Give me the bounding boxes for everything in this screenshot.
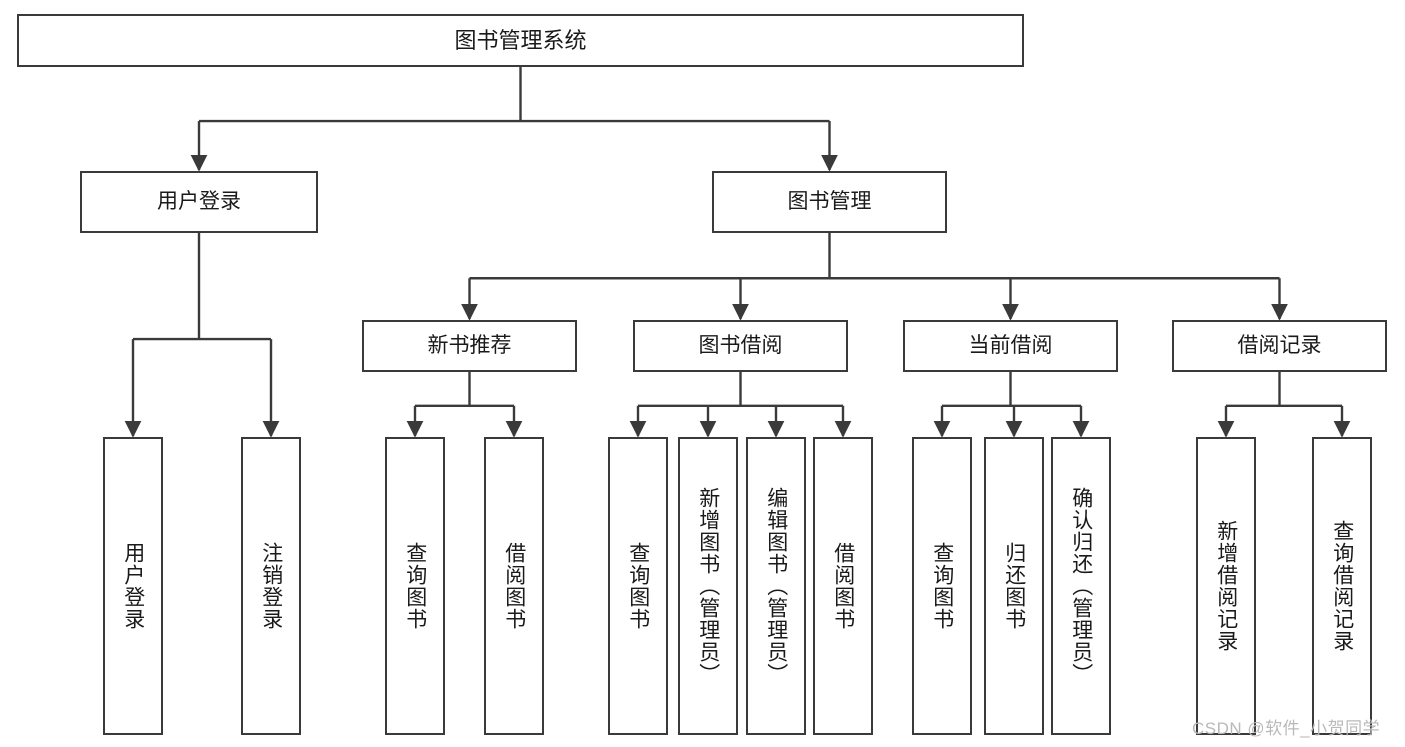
node-leaf-confirm-return-label: 确认归还（管理员） [1069,487,1093,685]
node-leaf-confirm-return[interactable]: 确认归还（管理员） [1051,437,1111,735]
node-book-manage-label: 图书管理 [787,189,872,213]
node-book-borrow-label: 图书借阅 [698,333,783,357]
node-leaf-borrow-book[interactable]: 借阅图书 [813,437,873,735]
node-leaf-query-book-borrow[interactable]: 查询图书 [608,437,668,735]
node-root[interactable]: 图书管理系统 [17,14,1024,67]
node-leaf-return-book[interactable]: 归还图书 [984,437,1044,735]
node-leaf-query-book-borrow-label: 查询图书 [626,542,650,630]
node-leaf-query-book-rec[interactable]: 查询图书 [385,437,445,735]
node-borrow-record-label: 借阅记录 [1237,333,1322,357]
watermark: CSDN @软件_小贺同学 [1192,719,1381,738]
node-leaf-add-record[interactable]: 新增借阅记录 [1196,437,1256,735]
node-leaf-add-record-label: 新增借阅记录 [1214,520,1238,652]
node-user-login[interactable]: 用户登录 [80,171,318,233]
node-leaf-edit-book-label: 编辑图书（管理员） [764,487,788,685]
node-leaf-edit-book[interactable]: 编辑图书（管理员） [746,437,806,735]
node-leaf-query-record[interactable]: 查询借阅记录 [1312,437,1372,735]
node-leaf-borrow-book-rec[interactable]: 借阅图书 [484,437,544,735]
node-leaf-query-record-label: 查询借阅记录 [1330,520,1354,652]
node-new-book-rec-label: 新书推荐 [427,333,512,357]
node-leaf-return-book-label: 归还图书 [1002,542,1026,630]
node-leaf-user-login-label: 用户登录 [121,542,145,630]
node-leaf-user-logout-label: 注销登录 [259,542,283,630]
node-book-manage[interactable]: 图书管理 [712,171,947,233]
node-leaf-add-book[interactable]: 新增图书（管理员） [678,437,738,735]
node-leaf-query-book-cur[interactable]: 查询图书 [912,437,972,735]
node-leaf-query-book-rec-label: 查询图书 [403,542,427,630]
node-current-borrow[interactable]: 当前借阅 [903,320,1118,372]
node-root-label: 图书管理系统 [454,27,587,53]
node-current-borrow-label: 当前借阅 [968,333,1053,357]
node-leaf-borrow-book-rec-label: 借阅图书 [502,542,526,630]
node-borrow-record[interactable]: 借阅记录 [1172,320,1387,372]
node-leaf-user-login[interactable]: 用户登录 [103,437,163,735]
node-book-borrow[interactable]: 图书借阅 [633,320,848,372]
node-leaf-user-logout[interactable]: 注销登录 [241,437,301,735]
node-leaf-borrow-book-label: 借阅图书 [831,542,855,630]
node-leaf-query-book-cur-label: 查询图书 [930,542,954,630]
node-leaf-add-book-label: 新增图书（管理员） [696,487,720,685]
node-user-login-label: 用户登录 [157,189,241,213]
node-new-book-rec[interactable]: 新书推荐 [362,320,577,372]
